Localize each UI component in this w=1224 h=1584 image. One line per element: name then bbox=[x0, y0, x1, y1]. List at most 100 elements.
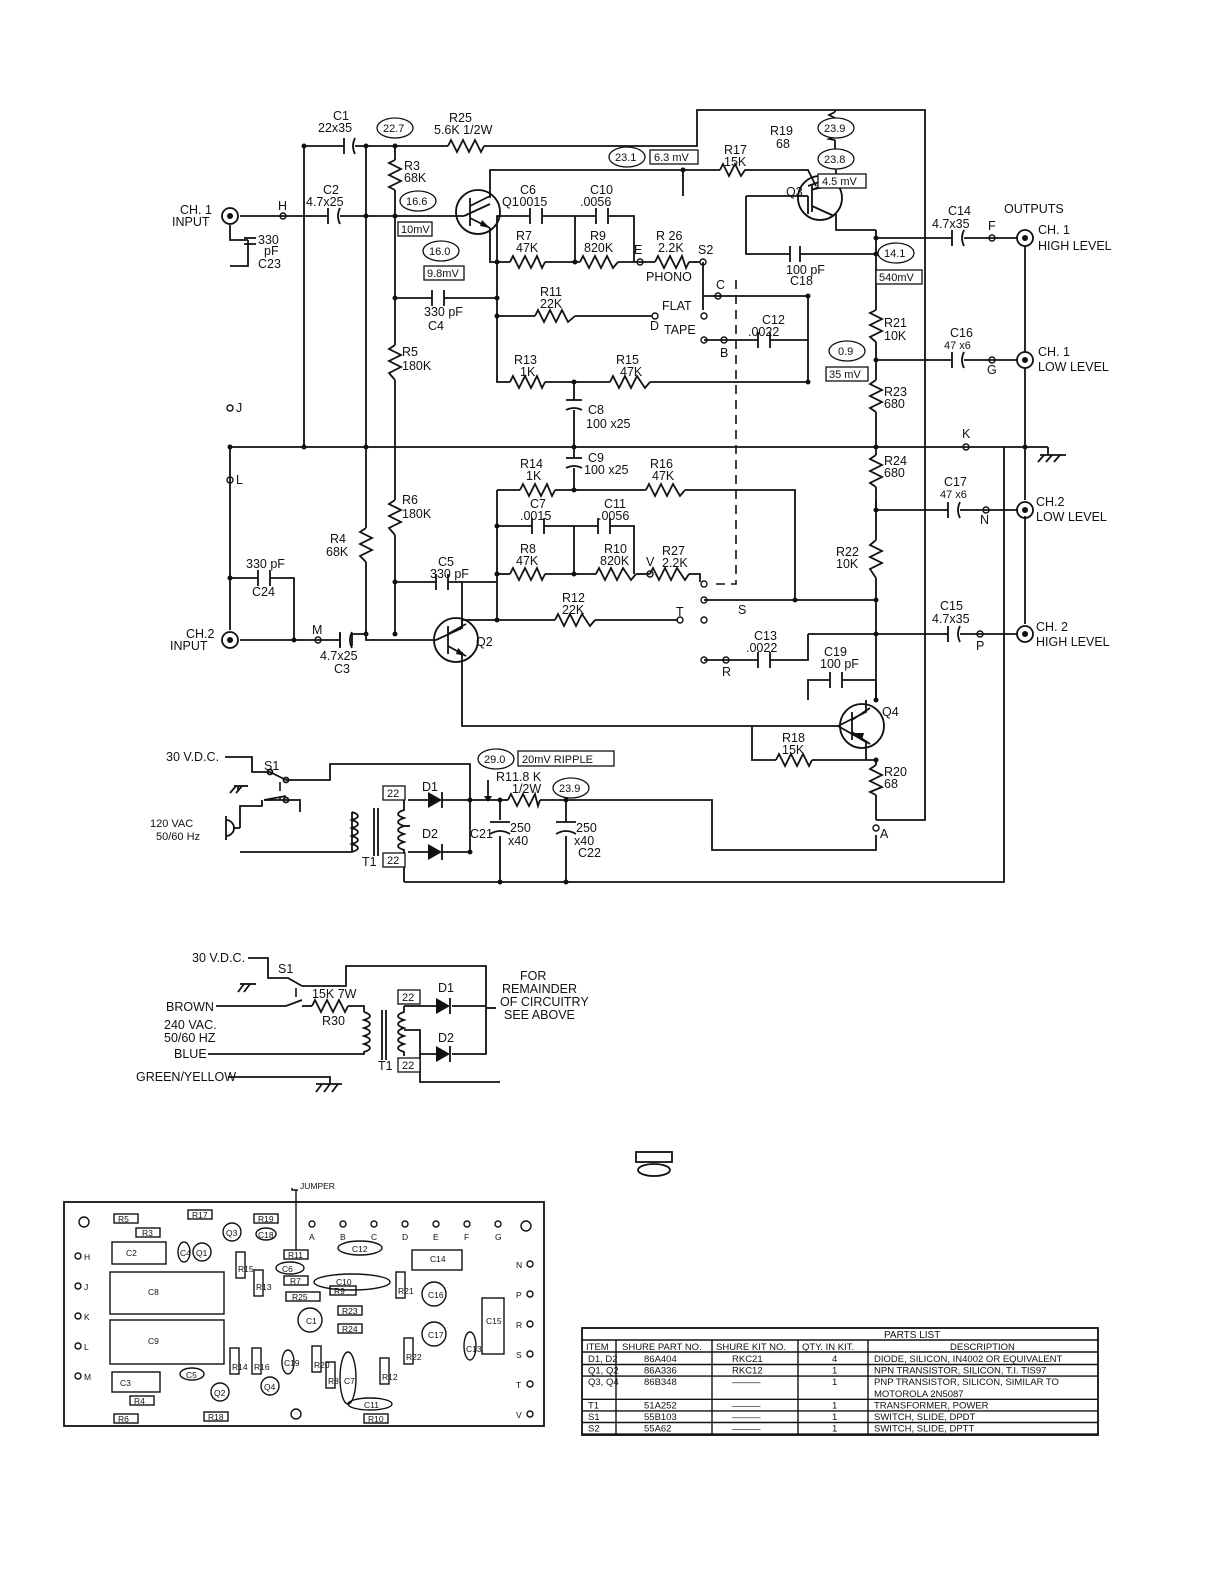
c4-ref: C4 bbox=[428, 319, 444, 333]
r12-ref: R12 bbox=[562, 591, 585, 605]
c5-ref: C5 bbox=[438, 555, 454, 569]
svg-text:R22: R22 bbox=[406, 1352, 422, 1362]
board-pad-B bbox=[339, 1220, 347, 1228]
svg-text:E: E bbox=[634, 243, 642, 257]
alt-t1-ref: T1 bbox=[378, 1059, 393, 1073]
r5-ref: R5 bbox=[402, 345, 418, 359]
board-pad-E bbox=[432, 1220, 440, 1228]
parts-list-cell: T1 bbox=[588, 1400, 599, 1411]
v-22-7: 22.7 bbox=[383, 123, 404, 135]
q4-ref: Q4 bbox=[882, 705, 899, 719]
r24-value: 680 bbox=[884, 466, 905, 480]
r25-ref: R25 bbox=[449, 111, 472, 125]
svg-text:C16: C16 bbox=[428, 1290, 444, 1300]
svg-text:M: M bbox=[312, 623, 322, 637]
svg-text:R17: R17 bbox=[192, 1210, 208, 1220]
parts-list-cell: SWITCH, SLIDE, DPTT bbox=[874, 1424, 974, 1435]
r27-value: 2.2K bbox=[662, 556, 688, 570]
r24-ref: R24 bbox=[884, 454, 907, 468]
lvl-6-3mv: 6.3 mV bbox=[654, 152, 690, 164]
r9-ref: R9 bbox=[590, 229, 606, 243]
board-pad-J bbox=[74, 1282, 82, 1290]
r7-ref: R7 bbox=[516, 229, 532, 243]
c1-value: 22x35 bbox=[318, 121, 352, 135]
r20-value: 68 bbox=[884, 777, 898, 791]
svg-text:Q4: Q4 bbox=[264, 1382, 276, 1392]
board-pad-C bbox=[370, 1220, 378, 1228]
parts-list-header: SHURE PART NO. bbox=[622, 1342, 702, 1353]
c2-ref: C2 bbox=[323, 183, 339, 197]
r10-value: 820K bbox=[600, 554, 630, 568]
r23-value: 680 bbox=[884, 397, 905, 411]
r1-ref: R1 bbox=[496, 770, 512, 784]
svg-text:P: P bbox=[976, 639, 984, 653]
svg-text:H: H bbox=[278, 199, 287, 213]
parts-list-cell: 51A252 bbox=[644, 1400, 677, 1411]
r11-ref: R11 bbox=[540, 285, 562, 299]
svg-text:R15: R15 bbox=[238, 1264, 254, 1274]
parts-list-cell: RKC12 bbox=[732, 1366, 763, 1377]
parts-list-cell: 1 bbox=[832, 1424, 837, 1435]
svg-text:C: C bbox=[716, 278, 725, 292]
board-pad-H bbox=[74, 1252, 82, 1260]
c7-ref: C7 bbox=[530, 497, 546, 511]
c18-ref: C18 bbox=[790, 274, 813, 288]
svg-text:C14: C14 bbox=[430, 1254, 446, 1264]
ch1-input-label: CH. 1 bbox=[180, 203, 212, 217]
q2-symbol bbox=[433, 617, 479, 663]
c17-ref: C17 bbox=[944, 475, 967, 489]
svg-text:C12: C12 bbox=[352, 1244, 368, 1254]
svg-text:REMAINDER: REMAINDER bbox=[502, 982, 577, 996]
parts-list-cell: MOTOROLA 2N5087 bbox=[874, 1389, 964, 1400]
svg-text:N: N bbox=[980, 513, 989, 527]
c22-ref: C22 bbox=[578, 846, 601, 860]
s2-ref: S2 bbox=[698, 243, 713, 257]
r18-ref: R18 bbox=[782, 731, 805, 745]
svg-text:INPUT: INPUT bbox=[172, 215, 210, 229]
board-pad-T bbox=[526, 1380, 534, 1388]
parts-list-cell: 1 bbox=[832, 1366, 837, 1377]
c23-unit: pF bbox=[264, 244, 279, 258]
svg-text:T: T bbox=[676, 605, 684, 619]
lvl-4-5mv: 4.5 mV bbox=[822, 176, 858, 188]
d2-ref: D2 bbox=[422, 827, 438, 841]
ac-input-label: 120 VAC bbox=[150, 818, 193, 830]
alt-d1-ref: D1 bbox=[438, 981, 454, 995]
board-pad-V bbox=[526, 1410, 534, 1418]
svg-text:C15: C15 bbox=[486, 1316, 502, 1326]
parts-list-cell: 86A336 bbox=[644, 1366, 677, 1377]
lvl-ripple: 20mV RIPPLE bbox=[522, 754, 593, 766]
c6-value: .0015 bbox=[516, 195, 547, 209]
ch2-high-label: CH. 2 bbox=[1036, 620, 1068, 634]
svg-text:R14: R14 bbox=[232, 1362, 248, 1372]
board-pad-L bbox=[74, 1342, 82, 1350]
v-0-9: 0.9 bbox=[838, 346, 853, 358]
r18-value: 15K bbox=[782, 743, 805, 757]
parts-list-cell: ——— bbox=[732, 1412, 761, 1423]
c21-ref: C21 bbox=[470, 827, 493, 841]
c19-ref: C19 bbox=[824, 645, 847, 659]
r4-value: 68K bbox=[326, 545, 349, 559]
c2-value: 4.7x25 bbox=[306, 195, 344, 209]
parts-list-header: QTY. IN KIT. bbox=[802, 1342, 854, 1353]
svg-text:50/60 HZ: 50/60 HZ bbox=[164, 1031, 216, 1045]
q1-ref: Q1 bbox=[502, 195, 519, 209]
capacitor-symbols bbox=[244, 137, 965, 835]
resistor-symbols bbox=[357, 111, 885, 810]
dc-input-label: 30 V.D.C. bbox=[166, 750, 219, 764]
svg-text:V: V bbox=[646, 555, 655, 569]
svg-text:R6: R6 bbox=[118, 1414, 129, 1424]
c23-ref: C23 bbox=[258, 257, 281, 271]
q2-ref: Q2 bbox=[476, 635, 493, 649]
board-pad-D bbox=[401, 1220, 409, 1228]
parts-list-cell: ——— bbox=[732, 1377, 761, 1388]
c6-ref: C6 bbox=[520, 183, 536, 197]
c22-rating: x40 bbox=[574, 834, 594, 848]
svg-text:SEE ABOVE: SEE ABOVE bbox=[504, 1008, 575, 1022]
svg-text:C19: C19 bbox=[284, 1358, 300, 1368]
svg-text:R12: R12 bbox=[382, 1372, 398, 1382]
q4-symbol bbox=[839, 703, 885, 749]
svg-text:Q3: Q3 bbox=[226, 1228, 238, 1238]
